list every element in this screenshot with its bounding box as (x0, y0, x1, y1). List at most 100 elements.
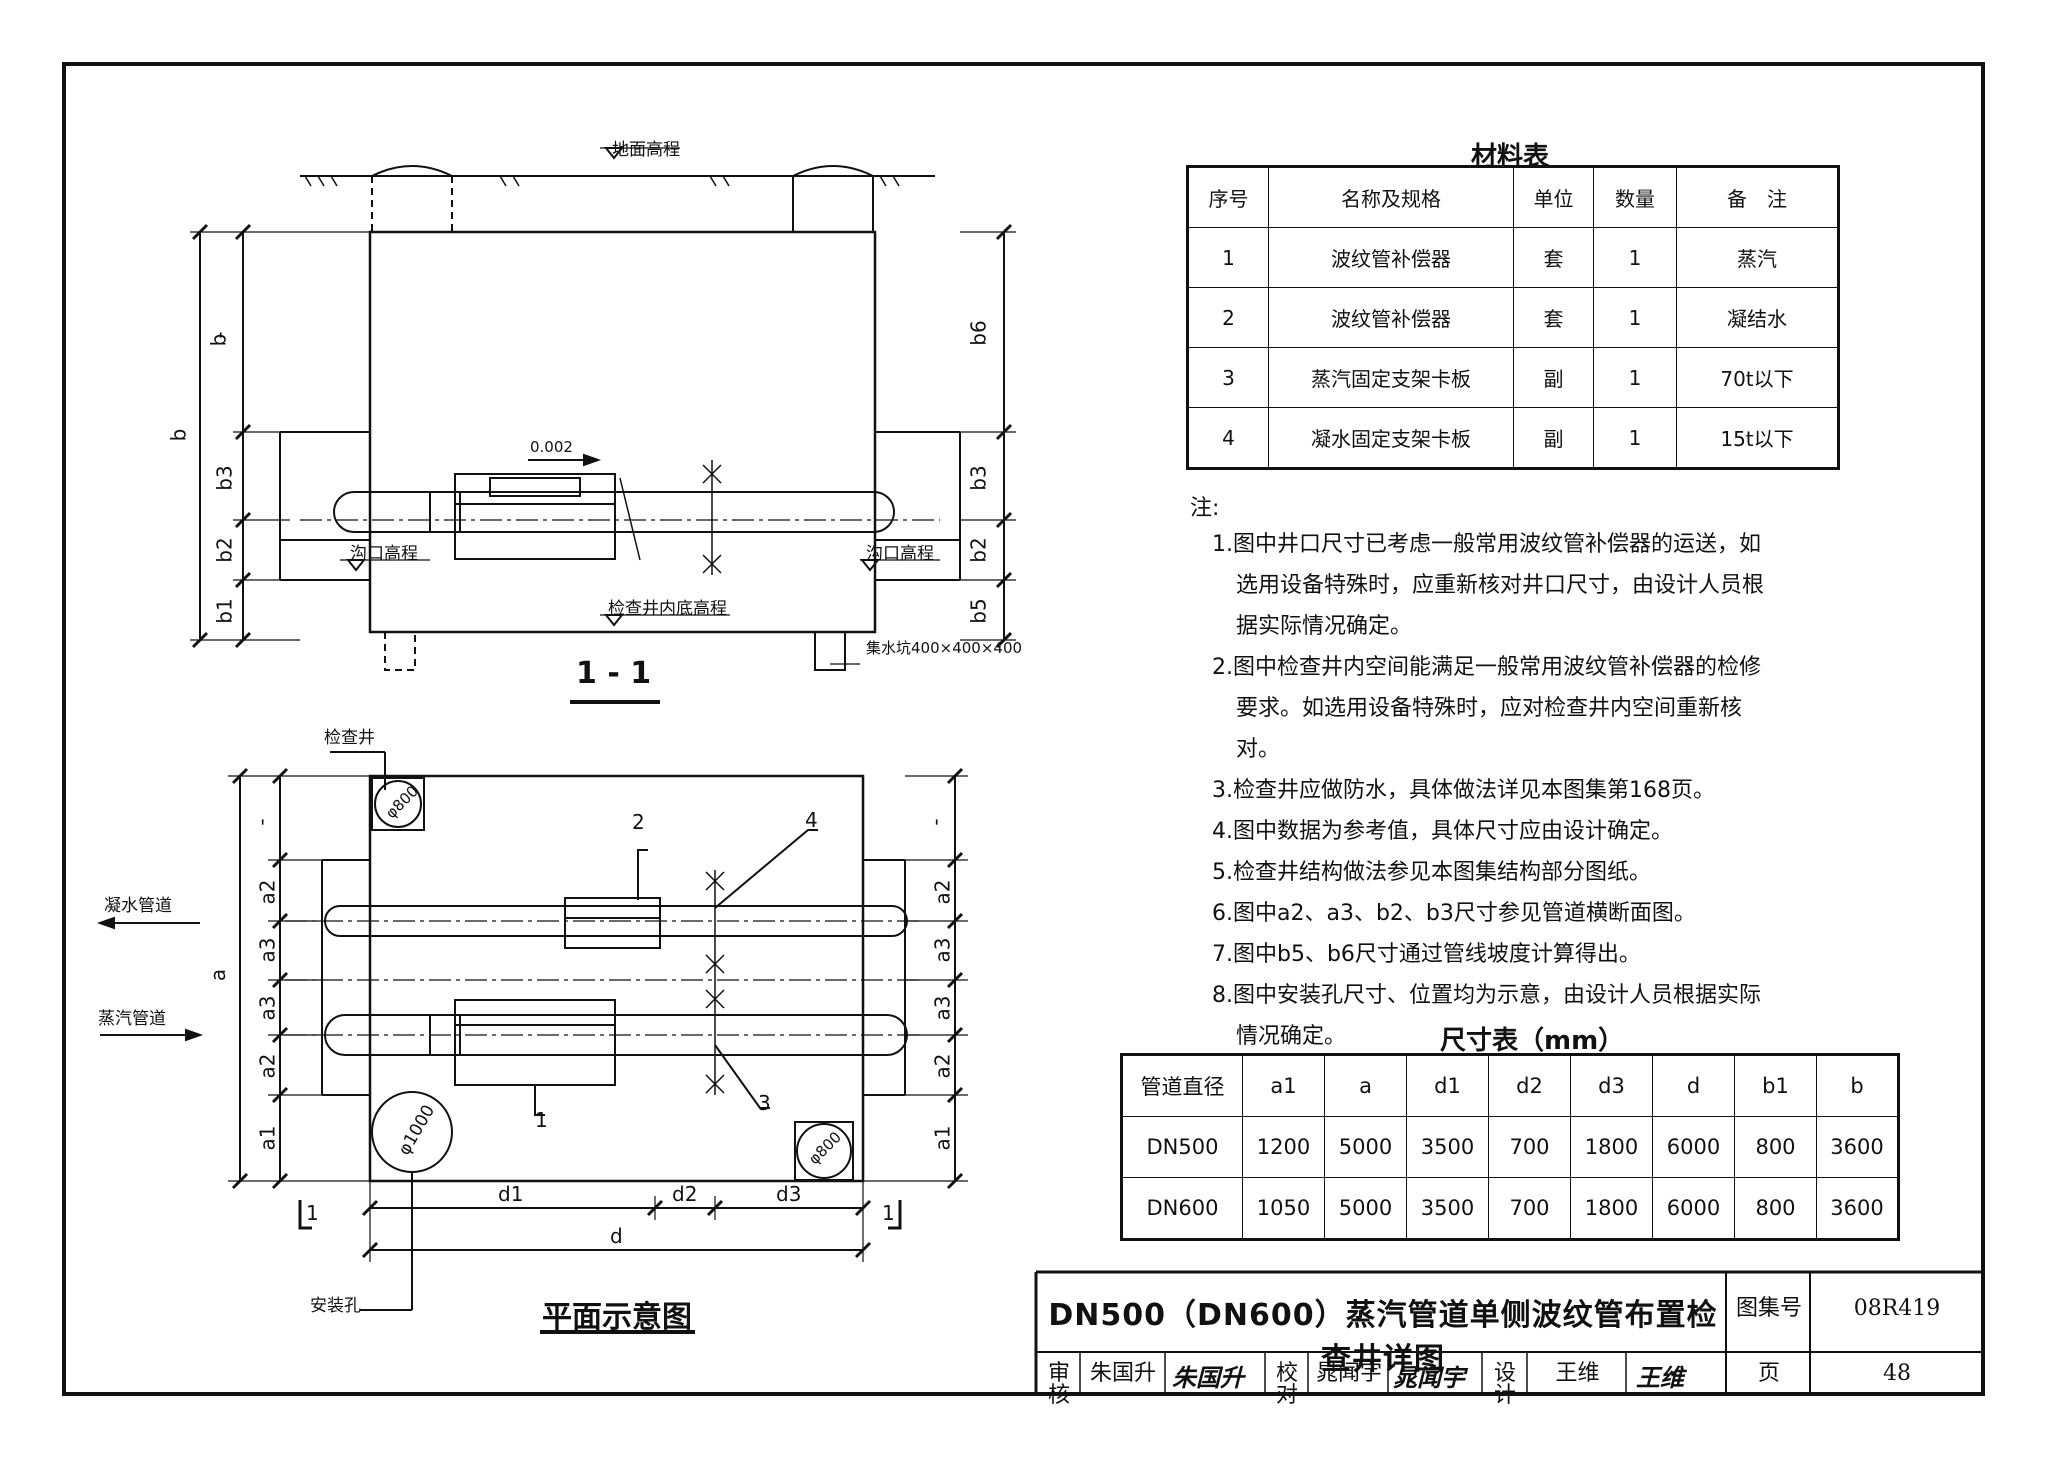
cell: 凝结水 (1676, 287, 1839, 348)
plan-dim-d: d (610, 1224, 623, 1248)
note-item: 6.图中a2、a3、b2、b3尺寸参见管道横断面图。 (1212, 901, 1696, 926)
cell: 5000 (1324, 1177, 1407, 1240)
well-label: 检查井 (324, 728, 375, 748)
note-item: 4.图中数据为参考值，具体尺寸应由设计确定。 (1212, 819, 1673, 844)
note-line: 要求。如选用设备特殊时，应对检查井内空间重新核对。 (1236, 696, 1743, 762)
section-1-1-drawing (190, 147, 1016, 704)
ground-elevation-label: 地面高程 (612, 140, 680, 160)
table-row: 4 凝水固定支架卡板 副 1 15t以下 (1187, 407, 1839, 469)
cell: 蒸汽固定支架卡板 (1268, 347, 1514, 408)
plan-dim-a2-left: a2 (255, 879, 280, 905)
cell: 1 (1593, 407, 1677, 469)
plan-dim-a2-right-2: a2 (930, 1053, 955, 1079)
material-table: 序号 名称及规格 单位 数量 备 注 1 波纹管补偿器 套 1 蒸汽 2 波纹管… (1186, 165, 1840, 470)
note-item: 2.图中检查井内空间能满足一般常用波纹管补偿器的检修 要求。如选用设备特殊时，应… (1212, 647, 1772, 770)
plan-dim-d2: d2 (672, 1182, 698, 1206)
dim-left-b-outer: b (166, 428, 191, 442)
cell: 1 (1593, 287, 1677, 348)
note-line: 选用设备特殊时，应重新核对井口尺寸，由设计人员根 (1236, 573, 1765, 598)
cell: 1800 (1570, 1177, 1653, 1240)
cell: 3500 (1406, 1177, 1489, 1240)
note-item: 1.图中井口尺寸已考虑一般常用波纹管补偿器的运送，如 选用设备特殊时，应重新核对… (1212, 524, 1772, 647)
dim-b3-right: b3 (966, 465, 991, 491)
dim-b1-left: b1 (212, 598, 237, 624)
header-cell: 单位 (1513, 166, 1594, 228)
dim-b2-left: b2 (212, 537, 237, 563)
cell: 4 (1187, 407, 1269, 469)
callout-4: 4 (805, 808, 818, 832)
size-table: 管道直径 a1 a d1 d2 d3 d b1 b DN500 1200 500… (1120, 1053, 1900, 1241)
page-label: 页 (1757, 1361, 1780, 1386)
cell: 凝水固定支架卡板 (1268, 407, 1514, 469)
atlas-label: 图集号 (1735, 1296, 1802, 1321)
cell: 副 (1513, 407, 1594, 469)
plan-dim-a-left: a (206, 968, 231, 982)
cell: 2 (1187, 287, 1269, 348)
plan-dim-a1-right: a1 (930, 1125, 955, 1151)
condensate-pipe-label: 凝水管道 (104, 896, 172, 916)
atlas-number: 08R419 (1853, 1296, 1941, 1321)
note-line: 2.图中检查井内空间能满足一般常用波纹管补偿器的检修 (1212, 655, 1761, 680)
cell: 700 (1488, 1116, 1571, 1178)
table-row: 1 波纹管补偿器 套 1 蒸汽 (1187, 227, 1839, 288)
plan-dim-a3-left-1: a3 (255, 937, 280, 963)
plan-dim-left-top: - (249, 818, 274, 826)
header-cell: a1 (1242, 1054, 1325, 1117)
cell: 6000 (1652, 1116, 1735, 1178)
note-line: 情况确定。 (1236, 1024, 1347, 1049)
header-cell: 序号 (1187, 166, 1269, 228)
check-label: 校对 (1275, 1361, 1298, 1408)
table-row: 2 波纹管补偿器 套 1 凝结水 (1187, 287, 1839, 348)
cell: 蒸汽 (1676, 227, 1839, 288)
cell: 5000 (1324, 1116, 1407, 1178)
table-row: DN500 1200 5000 3500 700 1800 6000 800 3… (1121, 1116, 1899, 1178)
plan-dim-a2-right: a2 (930, 879, 955, 905)
size-table-title: 尺寸表（mm） (1440, 1026, 1625, 1056)
dim-b3-left: b3 (212, 465, 237, 491)
note-line: 据实际情况确定。 (1236, 614, 1413, 639)
plan-view-drawing (97, 751, 968, 1334)
table-row: 3 蒸汽固定支架卡板 副 1 70t以下 (1187, 347, 1839, 408)
drawing-title: DN500（DN600）蒸汽管道单侧波纹管布置检查井详图 (1048, 1298, 1718, 1377)
cell: 3600 (1816, 1116, 1899, 1178)
drawing-frame (62, 62, 1985, 1396)
cell: 1050 (1242, 1177, 1325, 1240)
plan-dim-right-top: - (923, 818, 948, 826)
dim-b6-right: b6 (966, 320, 991, 346)
header-cell: a (1324, 1054, 1407, 1117)
cell: 3500 (1406, 1116, 1489, 1178)
table-row: DN600 1050 5000 3500 700 1800 6000 800 3… (1121, 1177, 1899, 1240)
note-item: 8.图中安装孔尺寸、位置均为示意，由设计人员根据实际 情况确定。 (1212, 975, 1772, 1057)
slope-label: 0.002 (530, 438, 573, 456)
note-line: 8.图中安装孔尺寸、位置均为示意，由设计人员根据实际 (1212, 983, 1761, 1008)
callout-2: 2 (632, 810, 645, 834)
header-cell: 名称及规格 (1268, 166, 1514, 228)
cell: 6000 (1652, 1177, 1735, 1240)
plan-dim-a1-left: a1 (255, 1125, 280, 1151)
plan-dim-d3: d3 (776, 1182, 802, 1206)
size-table-header: 管道直径 a1 a d1 d2 d3 d b1 b (1121, 1054, 1899, 1117)
design-label: 设计 (1493, 1361, 1516, 1408)
checker-signature: 晁闻宇 (1393, 1363, 1465, 1392)
reviewer-name: 朱国升 (1089, 1361, 1156, 1386)
plan-dim-a3-left-2: a3 (255, 995, 280, 1021)
section-caption: 1 - 1 (576, 656, 652, 691)
cell: 1 (1593, 347, 1677, 408)
cell: 套 (1513, 227, 1594, 288)
cell: 800 (1734, 1116, 1817, 1178)
trench-mouth-left-label: 沟口高程 (350, 544, 418, 564)
steam-pipe-label: 蒸汽管道 (98, 1009, 166, 1029)
plan-dim-a3-right-1: a3 (930, 937, 955, 963)
header-cell: b1 (1734, 1054, 1817, 1117)
section-marker-left: 1 (306, 1201, 319, 1225)
well-bottom-label: 检查井内底高程 (608, 599, 727, 619)
page-number: 48 (1883, 1361, 1911, 1386)
header-cell: d3 (1570, 1054, 1653, 1117)
cell: 3600 (1816, 1177, 1899, 1240)
cell: DN500 (1121, 1116, 1243, 1178)
section-marker-right: 1 (882, 1201, 895, 1225)
header-cell: d2 (1488, 1054, 1571, 1117)
cell: 15t以下 (1676, 407, 1839, 469)
cell: 70t以下 (1676, 347, 1839, 408)
